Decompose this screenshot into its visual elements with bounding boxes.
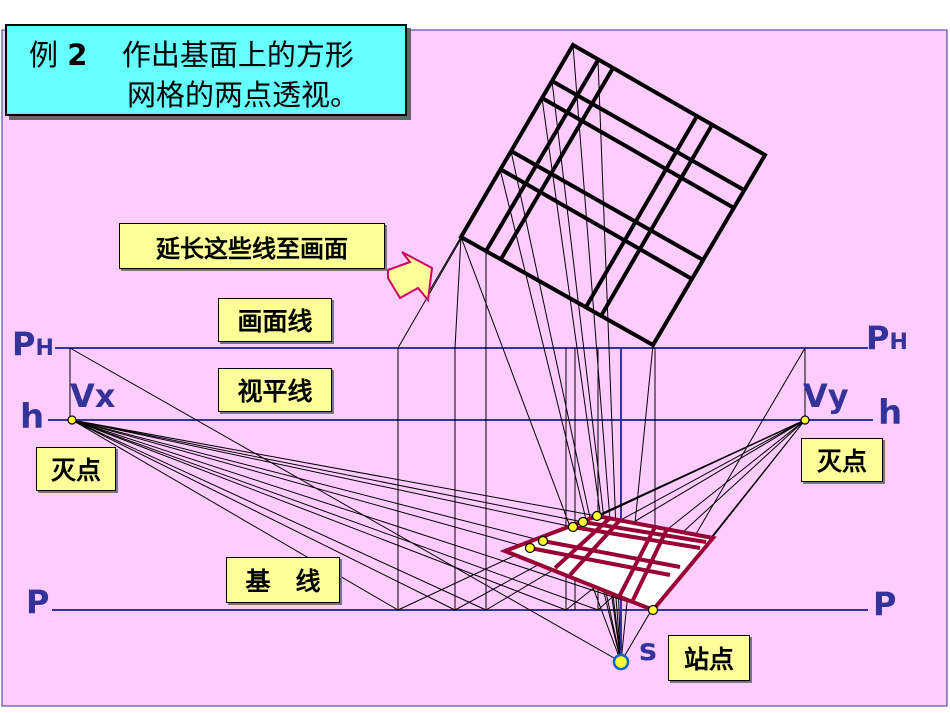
horizon-line-callout: 视平线	[218, 368, 332, 412]
perspective-grid	[499, 513, 717, 613]
vx-label: Vx	[70, 377, 116, 415]
ph-left-label: PH	[12, 325, 54, 363]
title-text-1: 作出基面上的方形	[121, 38, 354, 72]
h-right-label: h	[878, 393, 903, 433]
h-left-label: h	[20, 397, 45, 437]
example-number: 2	[67, 38, 88, 72]
title-box: 例 2 作出基面上的方形 网格的两点透视。	[5, 24, 407, 116]
extend-lines-callout: 延长这些线至画面	[119, 223, 385, 269]
title-line-1: 例 2 作出基面上的方形	[29, 32, 354, 74]
content-panel	[1, 29, 948, 707]
vy-point	[800, 415, 810, 425]
grid-point	[524, 542, 536, 554]
p-left-label: P	[26, 583, 50, 621]
station-point-callout: 站点	[668, 635, 750, 681]
station-point	[612, 653, 630, 671]
ph-right-label: PH	[866, 319, 908, 357]
title-line-2: 网格的两点透视。	[127, 78, 360, 112]
vanishing-point-right-callout: 灭点	[801, 438, 883, 482]
grid-point	[577, 516, 589, 528]
vy-label: Vy	[803, 377, 849, 415]
p-right-label: P	[873, 585, 897, 623]
key-points	[67, 415, 810, 671]
grid-point	[537, 535, 549, 547]
grid-point	[591, 510, 603, 522]
grid-point	[647, 604, 659, 616]
vx-point	[67, 415, 77, 425]
example-prefix: 例	[29, 38, 59, 72]
ground-line-callout: 基 线	[226, 557, 340, 603]
vanishing-point-left-callout: 灭点	[36, 447, 116, 491]
vx-vanishing-lines	[71, 419, 654, 611]
grid-point	[567, 521, 579, 533]
picture-plane-line-callout: 画面线	[218, 298, 332, 342]
callout-arrow	[387, 251, 434, 303]
s-label: s	[639, 633, 657, 668]
